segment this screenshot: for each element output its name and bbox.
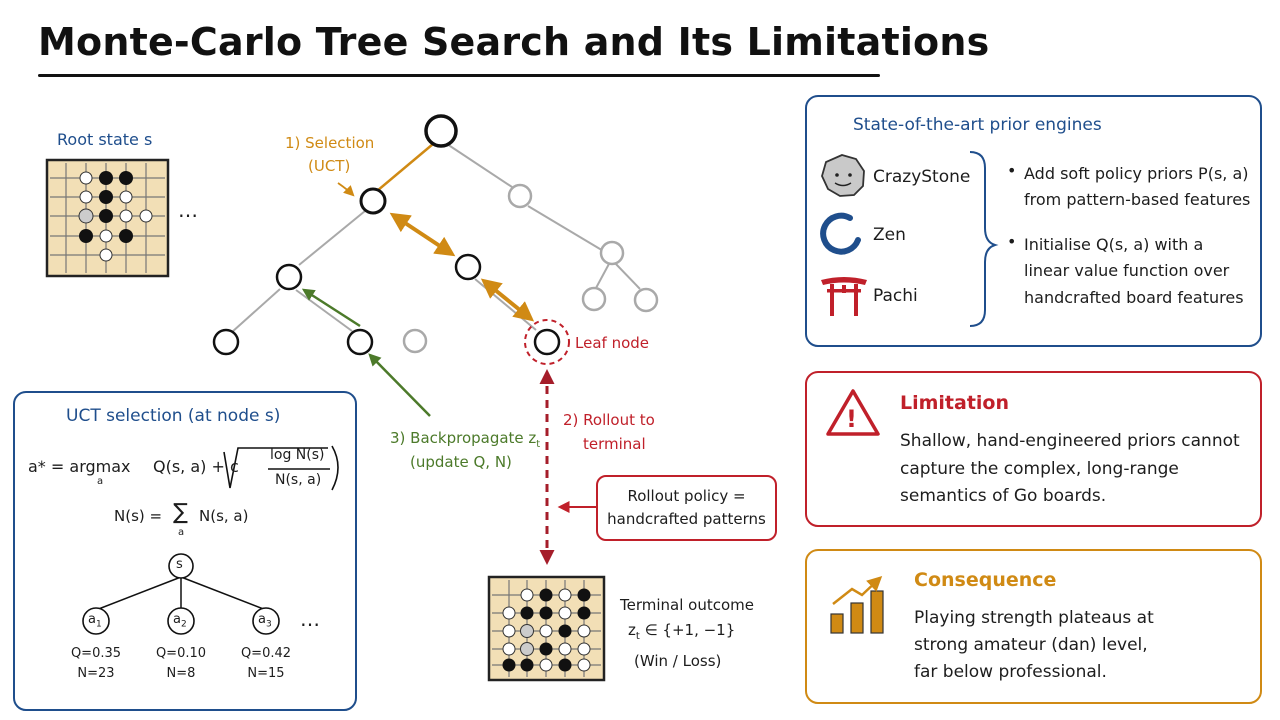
engines-panel [805,95,1262,347]
tree-node [346,328,374,356]
engine-crazystone: CrazyStone [873,167,971,187]
bullet-2-line3: handcrafted board features [1024,288,1244,307]
bullet-2-line1: Initialise Q(s, a) with a [1024,235,1204,254]
mini-tree-child [82,607,110,635]
consequence-line3: far below professional. [914,662,1107,682]
tree-selected-node [359,187,387,215]
terminal-board [487,575,606,682]
backprop-label: 3) Backpropagate zt [390,429,541,450]
leaf-highlight-ring [524,319,570,365]
uct-panel-title: UCT selection (at node s) [66,406,281,426]
mini-tree-child [252,607,280,635]
child-a1-label: a1 [88,612,102,630]
uct-panel [13,391,357,711]
terminal-outcome-set: zt ∈ {+1, −1} [628,621,736,642]
warning-triangle-icon [826,389,880,436]
page-title: Monte-Carlo Tree Search and Its Limitati… [38,20,990,64]
uct-a-star: a* = argmax [28,457,131,476]
consequence-panel [805,549,1262,704]
uct-q-term: Q(s, a) + c [153,457,239,476]
backprop-arrows [301,288,431,417]
engines-brace [969,151,999,327]
bullet-1-line2: from pattern-based features [1024,190,1251,209]
rollout-policy-line2: handcrafted patterns [607,510,766,528]
leaf-node-label: Leaf node [575,334,649,352]
leaf-node [533,328,561,356]
tree-node [212,328,240,356]
selection-uct-label: (UCT) [308,157,351,175]
title-underline [38,74,880,77]
rollout-label: 2) Rollout to [563,411,655,429]
limitation-heading: Limitation [900,392,1010,414]
uct-n-rhs: N(s, a) [199,507,249,525]
bullet-2-glyph: • [1007,232,1017,251]
bar-chart-up-icon [830,575,884,634]
backprop-update-label: (update Q, N) [410,453,512,471]
rollout-policy-box [596,475,777,541]
child-a2-n: N=8 [166,666,196,681]
tree-node [402,328,428,354]
child-a3-label: a3 [258,612,272,630]
warning-exclamation-icon: ! [846,405,857,433]
tree-node [275,263,303,291]
selection-pointer-arrow [337,182,355,197]
mini-tree-root-label: s [176,557,183,572]
tree-node [507,183,533,209]
limitation-panel [805,371,1262,527]
child-a2-label: a2 [173,612,187,630]
mini-tree-root [168,553,194,579]
zen-enso-icon [820,212,861,255]
sqrt-sign [223,447,328,489]
tree-node [454,253,482,281]
bullet-1-glyph: • [1007,161,1017,180]
consequence-line1: Playing strength plateaus at [914,608,1154,628]
uct-denominator: N(s, a) [275,472,322,488]
uct-argmax-sub: a [97,476,104,487]
engine-zen: Zen [873,225,906,245]
tree-node [599,240,625,266]
bullet-2-line2: linear value function over [1024,261,1230,280]
mini-tree-child [167,607,195,635]
consequence-line2: strong amateur (dan) level, [914,635,1148,655]
terminal-board-stones [502,588,591,672]
child-a2-q: Q=0.10 [155,646,207,661]
root-state-label: Root state s [57,130,153,149]
terminal-winloss: (Win / Loss) [634,652,722,670]
tree-root-node [424,114,458,148]
limitation-line2: capture the complex, long-range [900,459,1179,479]
mini-tree-ellipsis: … [300,607,320,631]
root-ellipsis: … [178,198,198,222]
uct-sigma-sub: a [178,527,185,538]
limitation-line1: Shallow, hand-engineered priors cannot [900,431,1240,451]
tree-node [633,287,659,313]
mini-tree [82,553,280,635]
bullet-1-line1: Add soft policy priors P(s, a) [1024,164,1249,183]
root-board [45,158,170,278]
engine-pachi: Pachi [873,286,918,306]
crazystone-icon [821,154,865,197]
uct-numerator: log N(s) [270,447,325,463]
child-a1-q: Q=0.35 [70,646,122,661]
uct-sigma: ∑ [173,500,188,525]
terminal-outcome-title: Terminal outcome [620,596,754,614]
rollout-policy-line1: Rollout policy = [627,487,746,505]
child-a3-n: N=15 [247,666,285,681]
selection-arrows [337,182,535,322]
rollout-terminal-label: terminal [583,435,646,453]
close-paren [331,445,339,491]
selection-label: 1) Selection [285,134,375,152]
tree-node [581,286,607,312]
root-board-stones [78,171,153,262]
tree-edges [231,143,641,333]
tree-nodes [212,114,659,365]
torii-gate-icon [821,277,867,316]
consequence-heading: Consequence [914,569,1057,591]
child-a1-n: N=23 [77,666,115,681]
engines-panel-title: State-of-the-art prior engines [853,115,1102,135]
limitation-line3: semantics of Go boards. [900,486,1107,506]
child-a3-q: Q=0.42 [240,646,292,661]
uct-n-lhs: N(s) = [114,507,163,525]
